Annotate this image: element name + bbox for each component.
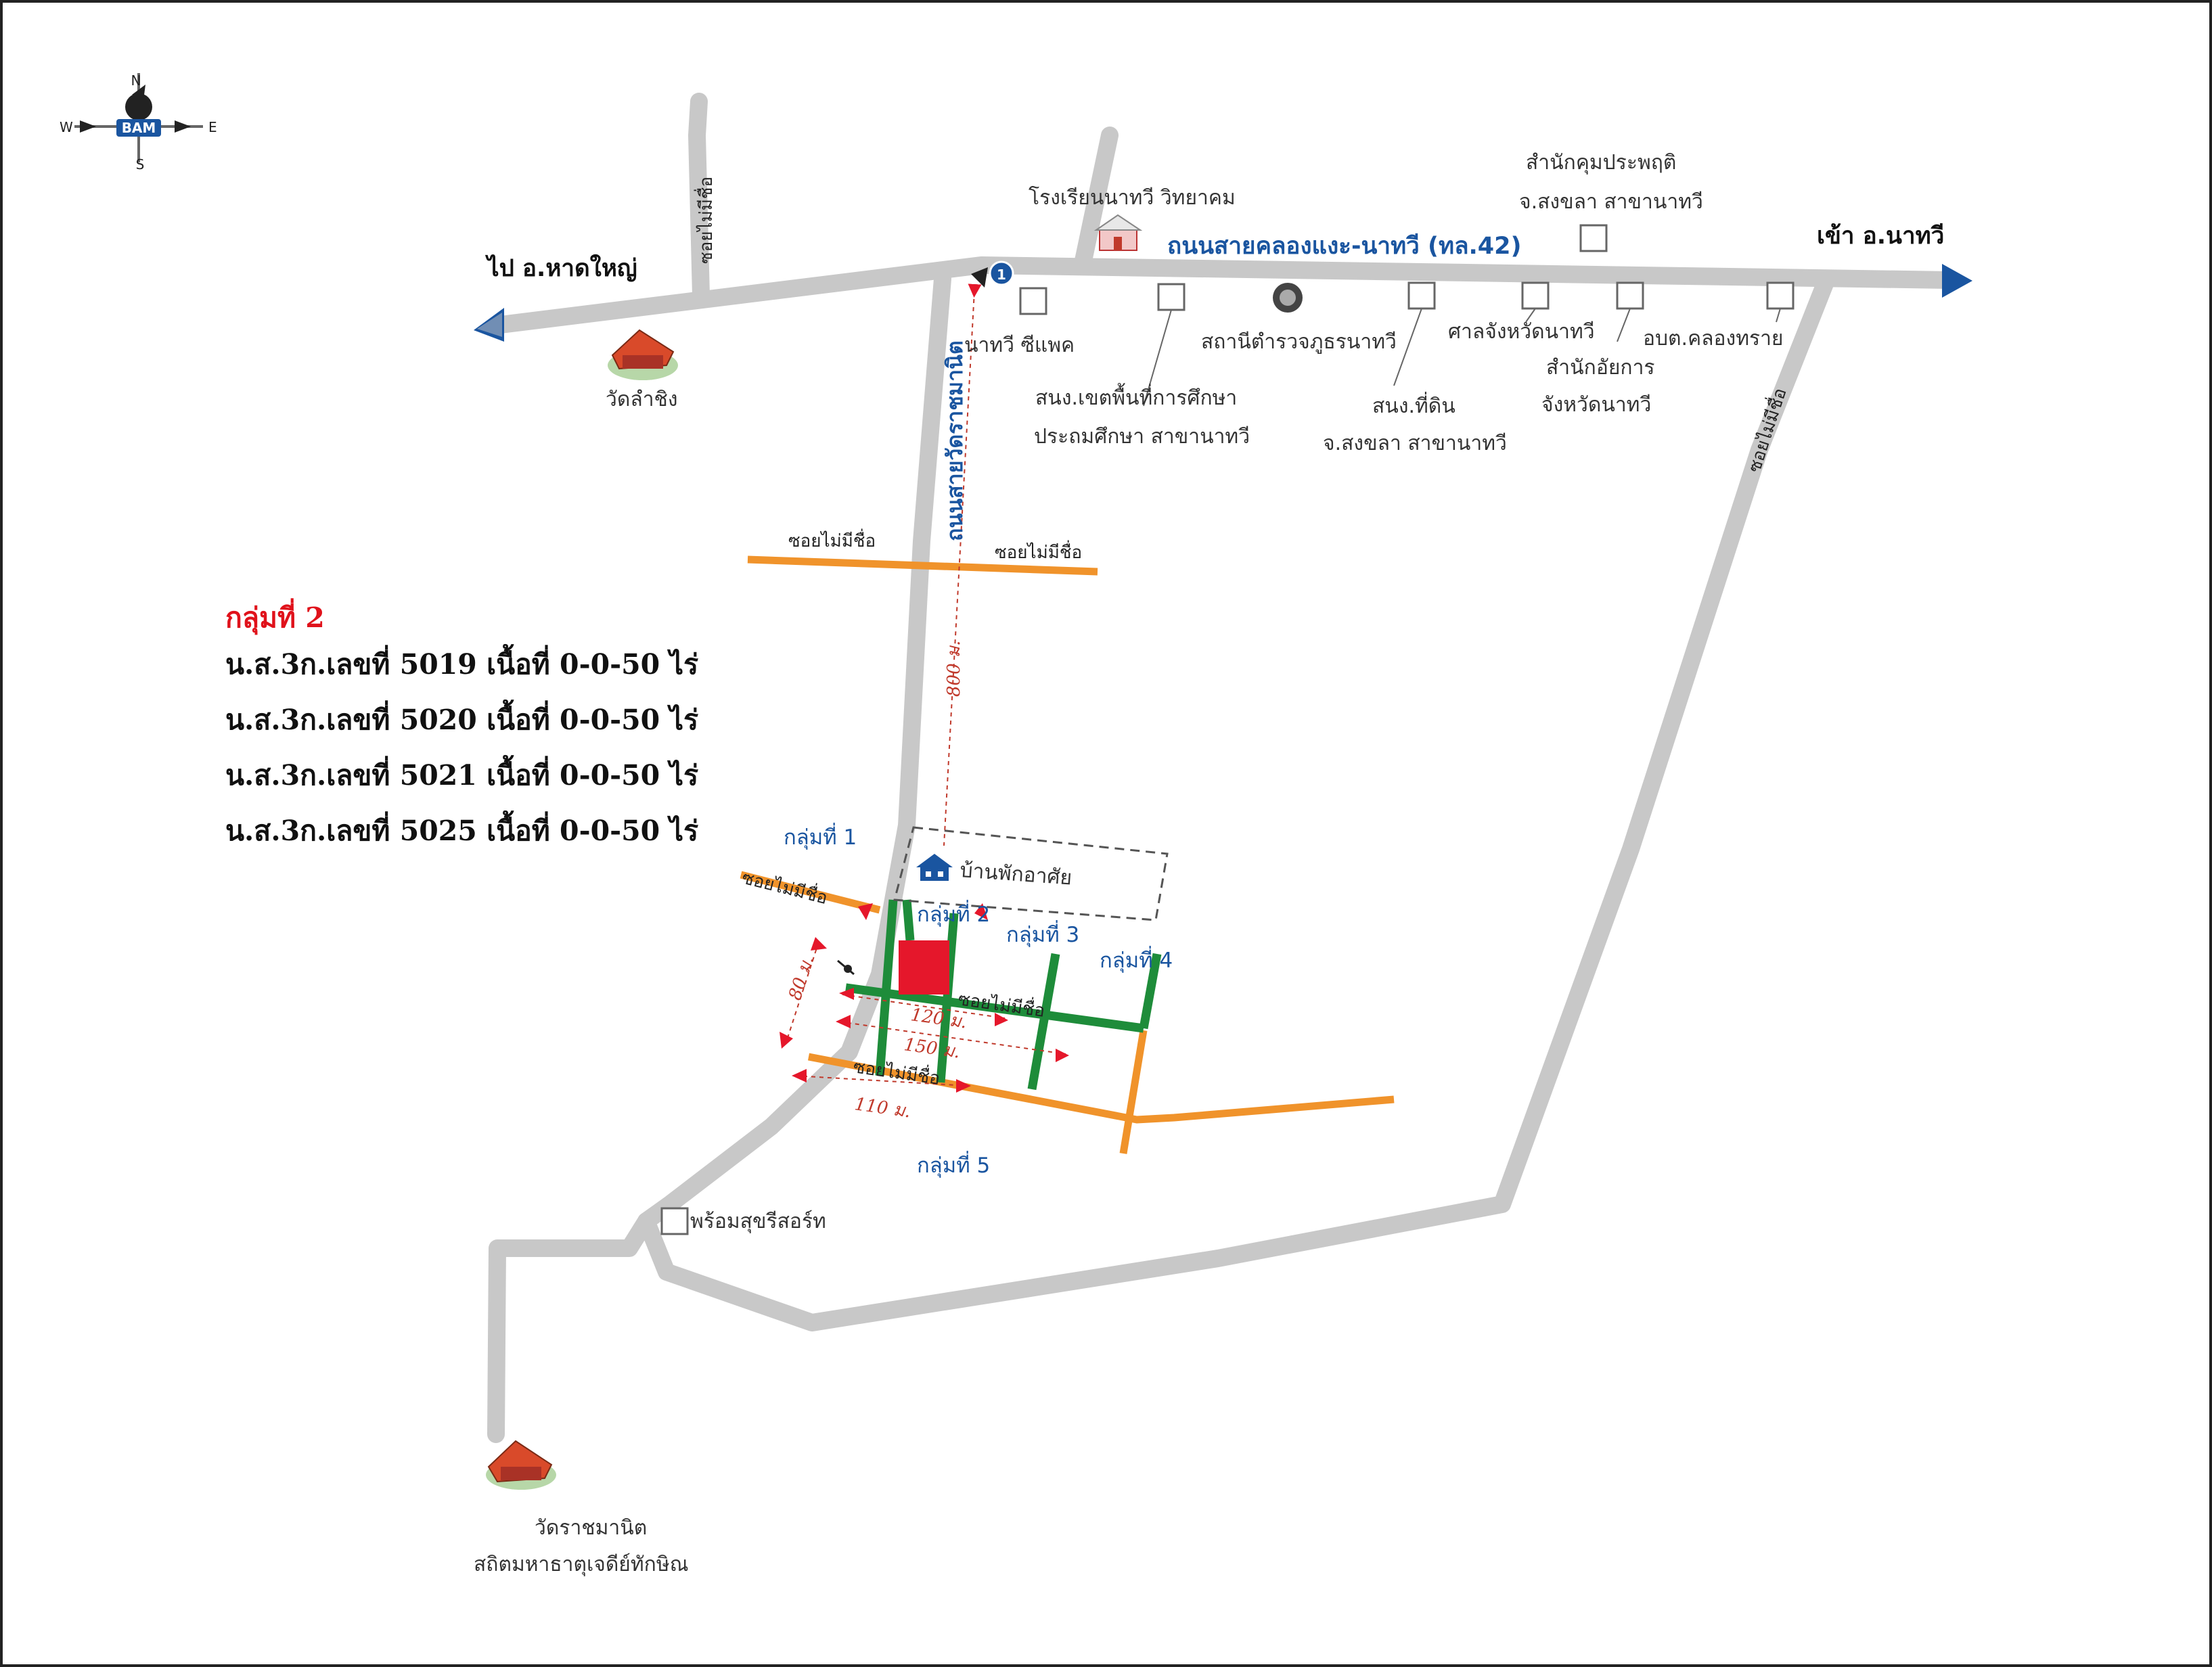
temple-icon-wat-ratchamanit <box>486 1440 556 1490</box>
target-plot-group2 <box>899 940 949 995</box>
edu-office-label-1: สนง.เขตพื้นที่การศึกษา <box>1035 383 1237 410</box>
group1-area-outline <box>893 826 1169 921</box>
main-highway-road <box>492 256 1958 334</box>
probation-label-1: สำนักคุมประพฤติ <box>1526 151 1676 175</box>
house-label: บ้านพักอาศัย <box>959 859 1073 890</box>
wat-lamching-label: วัดลำชิง <box>606 388 678 411</box>
land-title-info: กลุ่มที่ 2 น.ส.3ก.เลขที่ 5019 เนื้อที่ 0… <box>225 599 698 859</box>
house-icon <box>916 854 953 881</box>
leader-lines <box>1143 308 1781 407</box>
soi-label-east-upper: ซอยไม่มีชื่อ <box>995 540 1082 563</box>
soi-north-right <box>1074 127 1119 273</box>
distance-110: 110 ม. <box>853 1094 912 1122</box>
to-nathawi-label: เข้า อ.นาทวี <box>1817 223 1944 250</box>
wat-ratchamanit-label-2: สถิตมหาธาตุเจดีย์ทักษิณ <box>474 1553 688 1577</box>
probation-label-2: จ.สงขลา สาขานาทวี <box>1519 190 1703 214</box>
edu-office-box-icon <box>1157 283 1186 311</box>
soi-label-west: ซอยไม่มีชื่อ <box>788 528 876 551</box>
nathawi-cpac-box-icon <box>1019 287 1047 315</box>
sao-box-icon <box>1766 281 1795 310</box>
distance-lines <box>786 941 1066 1087</box>
court-box-icon <box>1521 281 1550 310</box>
land-office-label-1: สนง.ที่ดิน <box>1372 392 1455 418</box>
compass-rose: BAM N S E W <box>53 68 223 173</box>
compass-west: W <box>60 119 73 135</box>
road-to-resort <box>487 1212 655 1443</box>
prosecutor-label-2: จังหวัดนาทวี <box>1541 393 1651 417</box>
wat-ratchamanit-label-1: วัดราชมานิต <box>535 1516 647 1540</box>
soi-roads <box>740 555 1395 1154</box>
arrow-to-nathawi <box>1942 264 1972 298</box>
compass-south: S <box>136 156 145 173</box>
soi-label-group1: ซอยไม่มีชื่อ <box>740 865 830 909</box>
sao-label: อบต.คลองทราย <box>1643 327 1784 350</box>
prosecutor-box-icon <box>1616 281 1644 310</box>
distance-150: 150 ม. <box>903 1034 962 1062</box>
nathawi-cpac-label: นาทวี ซีแพค <box>964 334 1075 357</box>
distance-arrow-heads <box>780 903 1069 1093</box>
soi-label-north-1: ซอยไม่มีชื่อ <box>694 177 717 264</box>
main-road-network <box>487 93 1958 1443</box>
deed-line: น.ส.3ก.เลขที่ 5019 เนื้อที่ 0-0-50 ไร่ <box>225 648 699 681</box>
temple-icon-wat-lamching <box>608 329 678 380</box>
compass-logo: BAM <box>122 120 156 136</box>
police-label: สถานีตำรวจภูธรนาทวี <box>1201 330 1397 354</box>
soi-lower <box>807 1053 1395 1124</box>
compass-east: E <box>208 119 217 135</box>
prosecutor-label-1: สำนักอัยการ <box>1546 356 1655 380</box>
land-office-label-2: จ.สงขลา สาขานาทวี <box>1323 432 1507 455</box>
soi-group1-approach <box>740 871 881 914</box>
court-label: ศาลจังหวัดนาทวี <box>1448 320 1595 344</box>
resort-box-icon <box>660 1207 689 1235</box>
probation-box-icon <box>1579 224 1608 252</box>
land-office-box-icon <box>1407 281 1436 310</box>
school-label: โรงเรียนนาทวี วิทยาคม <box>1029 185 1236 210</box>
group-5-label: กลุ่มที่ 5 <box>917 1151 990 1179</box>
school-icon <box>1093 214 1143 251</box>
soi-label-middle: ซอยไม่มีชื่อ <box>957 986 1047 1022</box>
group-2-label: กลุ่มที่ 2 <box>917 900 990 928</box>
soi-vertical-east <box>1119 1030 1148 1154</box>
deed-line: น.ส.3ก.เลขที่ 5025 เนื้อที่ 0-0-50 ไร่ <box>225 815 699 847</box>
soi-north-left <box>688 93 710 304</box>
soi-cross-upper <box>747 555 1098 576</box>
soi-label-lower: ซอยไม่มีชื่อ <box>852 1054 942 1089</box>
compass-north: N <box>131 72 141 89</box>
info-title: กลุ่มที่ 2 <box>225 601 325 634</box>
distance-800: 800 ม. <box>944 641 964 697</box>
main-road-name: ถนนสายคลองแงะ-นาทวี (ทล.42) <box>1167 233 1522 260</box>
marker-number: 1 <box>997 267 1006 283</box>
police-badge-icon <box>1273 283 1303 313</box>
distance-line-800 <box>943 283 982 846</box>
group-3-label: กลุ่มที่ 3 <box>1006 920 1079 948</box>
side-road-name: ถนนสายวัดราชมานิต <box>942 340 968 541</box>
deed-line: น.ส.3ก.เลขที่ 5020 เนื้อที่ 0-0-50 ไร่ <box>225 704 699 736</box>
resort-label: พร้อมสุขรีสอร์ท <box>690 1210 826 1234</box>
to-hatyai-label: ไป อ.หาดใหญ่ <box>484 254 637 282</box>
landmark-boxes <box>660 224 1795 1235</box>
rooster-icon <box>125 93 152 120</box>
group-4-label: กลุ่มที่ 4 <box>1100 946 1173 974</box>
edu-office-label-2: ประถมศึกษา สาขานาทวี <box>1034 425 1250 449</box>
distance-80: 80 ม. <box>785 953 818 1003</box>
group-1-label: กลุ่มที่ 1 <box>784 823 857 850</box>
info-marker-icon: 1 <box>971 260 1014 288</box>
soi-label-east: ซอยไม่มีชื่อ <box>1742 385 1790 475</box>
plot-boundaries <box>845 899 1162 1091</box>
deed-line: น.ส.3ก.เลขที่ 5021 เนื้อที่ 0-0-50 ไร่ <box>225 759 699 792</box>
